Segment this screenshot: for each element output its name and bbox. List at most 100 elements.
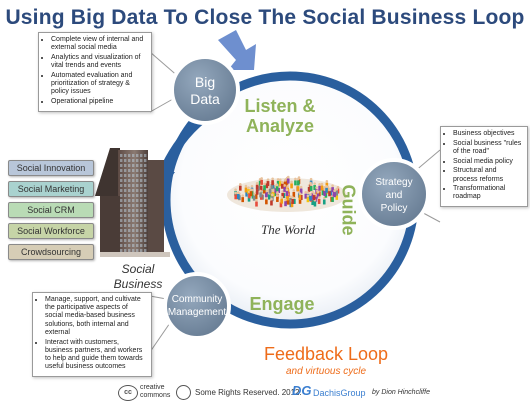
crowd-person (266, 191, 270, 197)
skyscraper-window (132, 249, 135, 252)
skyscraper-window (128, 234, 131, 237)
skyscraper-window (124, 169, 127, 172)
crowd-person (280, 183, 284, 189)
skyscraper-window (120, 229, 123, 232)
rights-text: Some Rights Reserved. 2012. (195, 388, 302, 397)
crowd-person-head (286, 175, 290, 179)
skyscraper-window (136, 169, 139, 172)
crowd-person-head (278, 178, 282, 182)
crowd-person (285, 191, 289, 197)
strategy-policy-node (358, 158, 430, 230)
crowd-person-head (333, 189, 336, 193)
crowd-person-head (299, 185, 303, 189)
skyscraper-window (124, 209, 127, 212)
crowd-person (290, 202, 294, 208)
skyscraper-window (128, 179, 131, 182)
crowd-person (254, 193, 258, 199)
skyscraper-window (144, 154, 147, 157)
strategy-label-line3: Policy (380, 203, 408, 214)
diagram-title: Using Big Data To Close The Social Busin… (5, 6, 525, 29)
crowd-person-head (306, 194, 310, 198)
crowd-person-head (315, 186, 318, 189)
skyscraper-window (124, 184, 127, 187)
crowd-person (320, 185, 324, 191)
skyscraper-window (136, 174, 139, 177)
crowd-person-head (316, 190, 320, 194)
crowd-person-head (271, 193, 274, 197)
listen-label-line2: Analyze (245, 116, 315, 136)
skyscraper-window (140, 174, 143, 177)
crowd-person-head (255, 198, 258, 202)
skyscraper-window (136, 154, 139, 157)
author-credit: by Dion Hinchcliffe (372, 389, 430, 396)
skyscraper-window (120, 169, 123, 172)
feedback-loop-title: Feedback Loop (263, 344, 389, 364)
crowd-person (264, 192, 268, 198)
crowd-person (331, 197, 334, 203)
skyscraper-window (124, 214, 127, 217)
skyscraper-window (120, 199, 123, 202)
crowd-person (262, 188, 266, 194)
crowd-person-head (335, 187, 339, 191)
crowd-person (237, 193, 240, 199)
crowd-person (272, 184, 275, 190)
crowd-person-head (239, 183, 242, 186)
crowd-person (311, 193, 314, 199)
skyscraper-window (128, 164, 131, 167)
skyscraper-window (140, 159, 143, 162)
listen-analyze-label: Listen & Analyze (240, 96, 320, 136)
crowd-person (331, 187, 334, 193)
crowd-person (271, 180, 274, 186)
skyscraper-window (132, 189, 135, 192)
skyscraper-window (140, 179, 143, 182)
skyscraper-window (124, 164, 127, 167)
crowd-person (294, 180, 297, 186)
crowd-person-head (276, 191, 279, 194)
crowd-person-head (276, 178, 280, 181)
skyscraper-window (144, 184, 147, 187)
crowd-person (241, 197, 245, 203)
crowd-person (284, 181, 287, 187)
crowd-person (328, 191, 331, 197)
crowd-person (316, 193, 320, 199)
skyscraper-window (136, 239, 139, 242)
crowd-person (280, 198, 284, 204)
crowd-person-head (323, 185, 326, 189)
crowd-person-head (234, 191, 237, 195)
skyscraper-window (120, 189, 123, 192)
crowd-person-head (309, 183, 313, 186)
strategy-note-item: Social business "rules of the road" (453, 140, 523, 156)
skyscraper-window (128, 224, 131, 227)
crowd-person (290, 183, 293, 189)
crowd-person-head (336, 185, 340, 189)
crowd-person-head (247, 186, 250, 189)
skyscraper-window (136, 249, 139, 252)
crowd-person (245, 191, 248, 197)
social-business-line2: Business (113, 277, 163, 291)
crowd-person (276, 196, 279, 202)
crowd-person (287, 199, 290, 205)
strategy-note-item: Social media policy (453, 158, 523, 166)
community-note-item: Interact with customers, business partne… (45, 339, 147, 372)
crowd-person (247, 196, 251, 202)
crowd-person (314, 196, 318, 202)
crowd-person (277, 187, 281, 193)
crowd-person-head (281, 190, 284, 193)
guide-label-wrap: Guide (318, 180, 378, 240)
skyscraper-window (124, 234, 127, 237)
crowd-person (292, 191, 296, 197)
skyscraper-window (132, 229, 135, 232)
community-note-item: Manage, support, and cultivate the parti… (45, 296, 147, 337)
skyscraper-window (132, 234, 135, 237)
crowd-person-head (289, 195, 292, 198)
crowd-person (289, 198, 292, 204)
skyscraper-window (132, 214, 135, 217)
crowd-person (300, 194, 303, 200)
skyscraper-window (128, 239, 131, 242)
skyscraper-window (128, 244, 131, 247)
crowd-person (286, 178, 290, 184)
skyscraper-window (140, 214, 143, 217)
skyscraper-window (132, 169, 135, 172)
capability-crowdsourcing: Crowdsourcing (8, 244, 94, 260)
crowd-person (311, 200, 314, 206)
